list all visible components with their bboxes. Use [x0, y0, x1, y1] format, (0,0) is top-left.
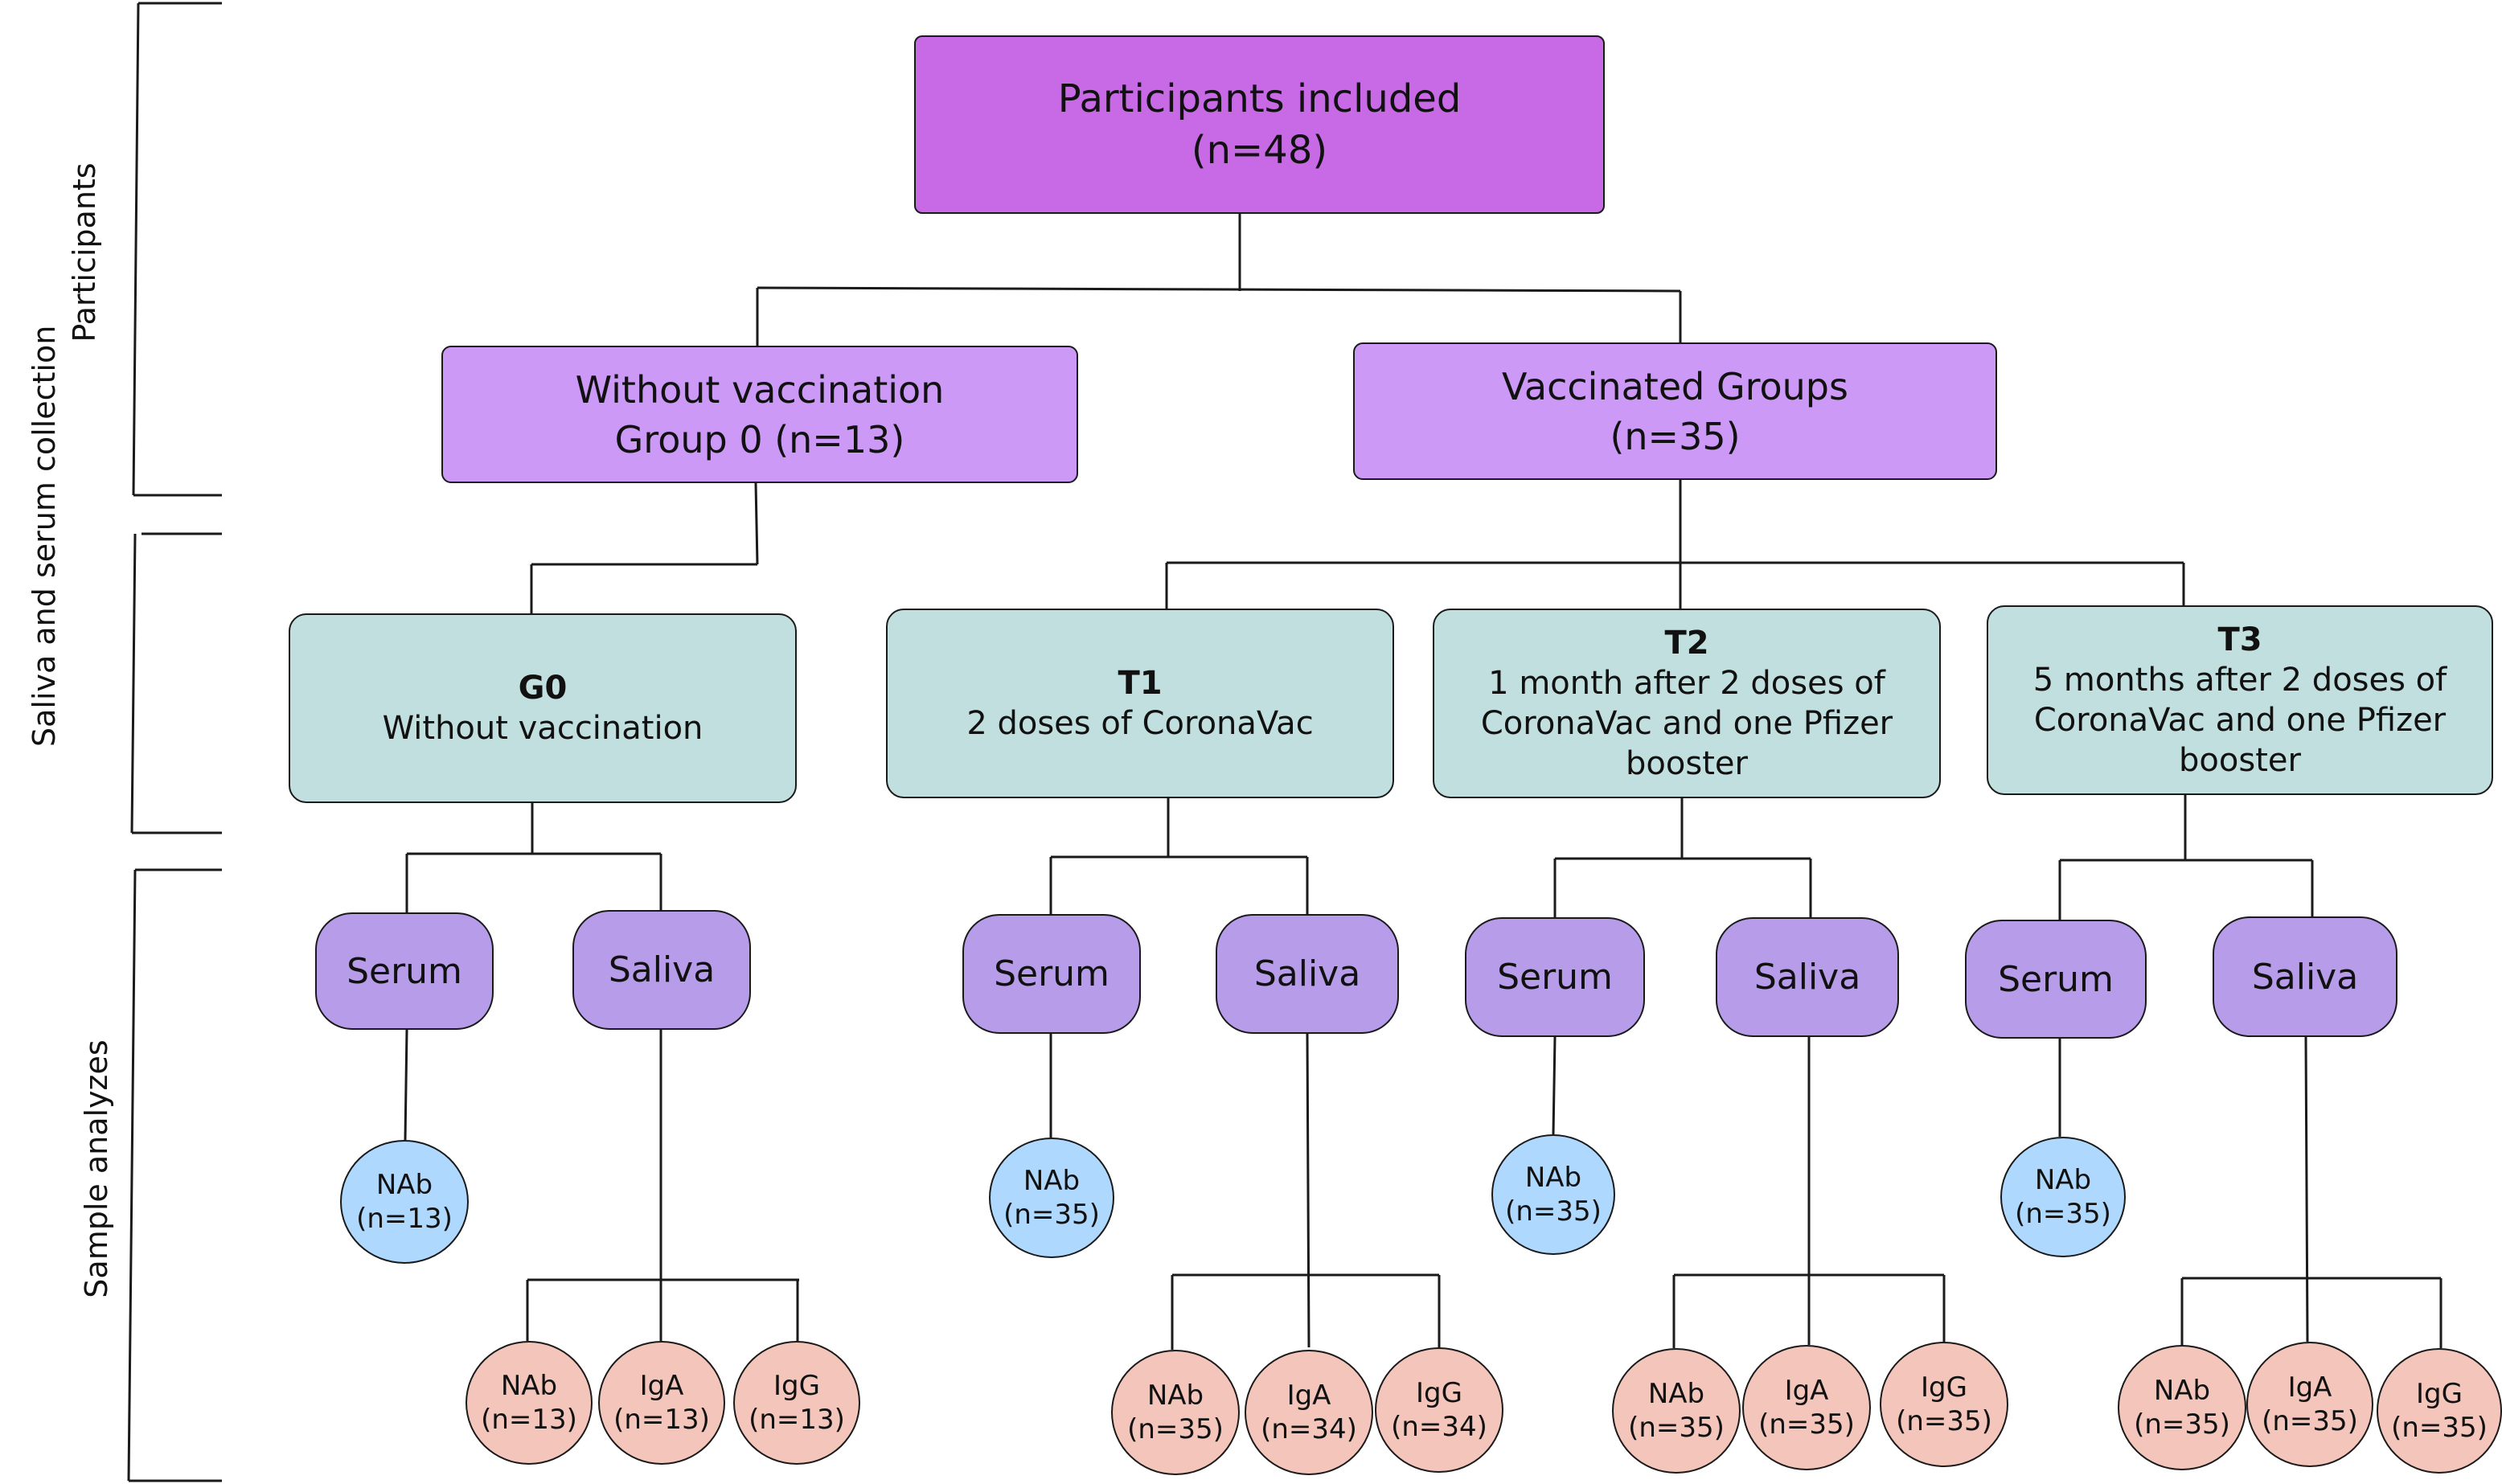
connector-line	[1552, 1036, 1557, 1135]
t2-serum-nab-circle: NAb(n=35)	[1491, 1134, 1615, 1255]
t3-saliva-nab-circle: NAb(n=35)	[2118, 1345, 2246, 1470]
t2-saliva-box: Saliva	[1716, 917, 1899, 1037]
timepoint-t2-box: T2 1 month after 2 doses of CoronaVac an…	[1433, 609, 1941, 798]
connector-line	[2304, 1036, 2309, 1343]
connector-line	[1306, 1033, 1310, 1348]
participants-included-box: Participants included(n=48)	[914, 35, 1605, 214]
connector-line	[127, 869, 137, 1482]
t1-saliva-nab-circle: NAb(n=35)	[1111, 1350, 1240, 1475]
g0-serum-box: Serum	[315, 912, 494, 1030]
timepoint-t1-box: T1 2 doses of CoronaVac	[886, 609, 1394, 798]
connector-line	[757, 286, 1681, 293]
g0-saliva-nab-circle: NAb(n=13)	[466, 1341, 593, 1465]
g0-saliva-iga-circle: IgA(n=13)	[598, 1341, 725, 1465]
t1-saliva-iga-circle: IgA(n=34)	[1245, 1350, 1373, 1475]
g0-serum-nab-circle: NAb(n=13)	[340, 1140, 469, 1264]
label-collection: Saliva and serum collection	[27, 325, 62, 747]
connector-line	[132, 2, 140, 496]
t1-saliva-box: Saliva	[1216, 914, 1399, 1034]
t3-serum-nab-circle: NAb(n=35)	[2000, 1137, 2126, 1257]
label-sample-analyzes: Sample analyzes	[79, 1039, 114, 1298]
label-participants: Participants	[67, 162, 102, 342]
t2-saliva-iga-circle: IgA(n=35)	[1742, 1345, 1871, 1470]
connector-line	[404, 1029, 408, 1141]
g0-saliva-box: Saliva	[572, 910, 751, 1030]
t2-saliva-igg-circle: IgG(n=35)	[1880, 1342, 2008, 1467]
timepoint-g0-box: G0 Without vaccination	[289, 613, 797, 803]
timepoint-t3-box: T3 5 months after 2 doses of CoronaVac a…	[1987, 605, 2493, 795]
vaccinated-groups-box: Vaccinated Groups(n=35)	[1353, 342, 1997, 480]
t2-serum-box: Serum	[1465, 917, 1645, 1037]
t3-serum-box: Serum	[1965, 920, 2147, 1039]
connector-line	[754, 482, 759, 565]
g0-saliva-igg-circle: IgG(n=13)	[733, 1341, 860, 1465]
t2-saliva-nab-circle: NAb(n=35)	[1612, 1348, 1741, 1474]
t1-serum-nab-circle: NAb(n=35)	[989, 1138, 1114, 1258]
connector-line	[130, 533, 137, 834]
t3-saliva-iga-circle: IgA(n=35)	[2246, 1342, 2373, 1467]
t3-saliva-box: Saliva	[2213, 916, 2397, 1037]
t1-saliva-igg-circle: IgG(n=34)	[1375, 1347, 1503, 1473]
t1-serum-box: Serum	[962, 914, 1141, 1034]
t3-saliva-igg-circle: IgG(n=35)	[2377, 1348, 2502, 1474]
